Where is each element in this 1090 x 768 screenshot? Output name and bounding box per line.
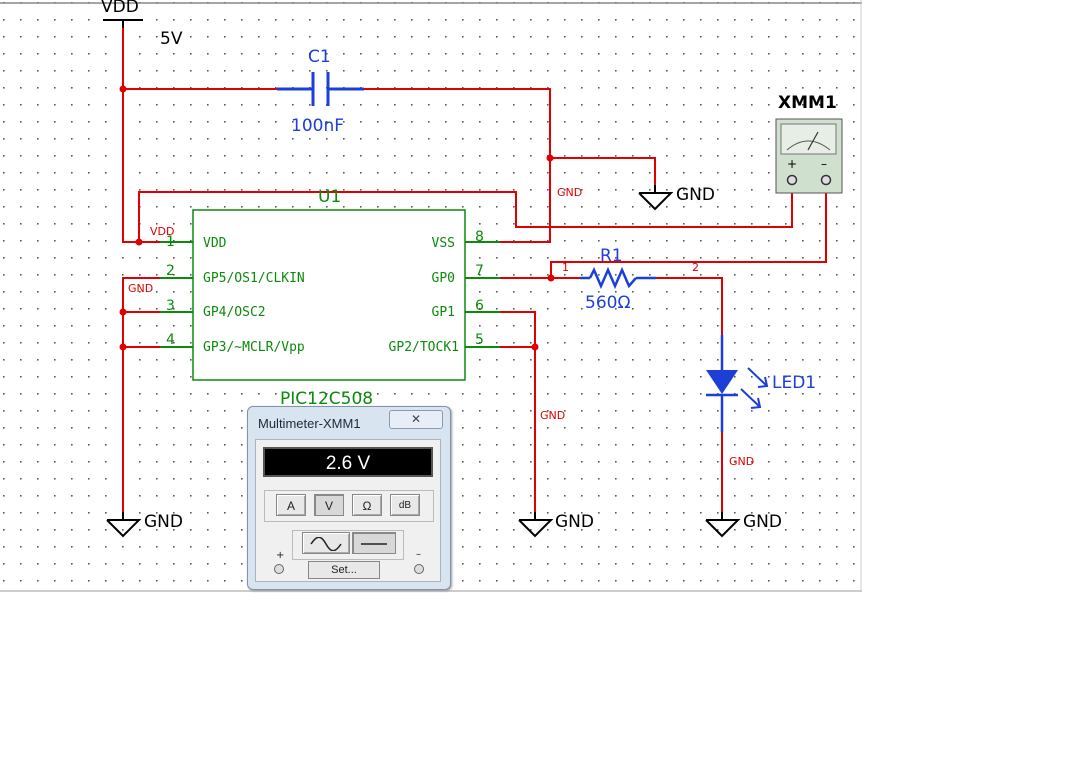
multimeter-panel: 2.6 V A V Ω dB Set... + – [255, 439, 441, 582]
vdd-value: 5V [160, 29, 183, 49]
mode-ampere-button[interactable]: A [276, 494, 306, 516]
vdd-label: VDD [101, 0, 139, 17]
gnd-label-left: GND [144, 512, 183, 532]
ground-symbol-right [705, 512, 741, 538]
pin-8-name: VSS [432, 236, 455, 251]
xmm-ref: XMM1 [778, 93, 837, 113]
net-label-gnd-mid: GND [540, 409, 565, 422]
xmm-plus: + [787, 157, 797, 171]
plus-terminal-label: + [276, 550, 285, 561]
c1-value: 100nF [291, 116, 344, 136]
net-label-vdd: VDD [150, 225, 174, 238]
pin-6-number: 6 [475, 298, 484, 314]
pin-5-name: GP2/TOCK1 [389, 340, 459, 355]
mode-group [264, 490, 434, 522]
resistor-r1[interactable]: R1 560Ω [580, 246, 656, 313]
led-ref: LED1 [772, 373, 816, 393]
gnd-label-top: GND [676, 185, 715, 205]
close-button[interactable]: ✕ [389, 410, 443, 429]
ac-button[interactable] [302, 532, 350, 554]
minus-terminal-jack[interactable] [414, 564, 424, 574]
led-led1[interactable]: LED1 [706, 335, 816, 432]
pin-7-number: 7 [475, 263, 484, 279]
net-labels: VDD GND GND GND GND 1 2 [128, 186, 754, 468]
net-label-gnd-left: GND [128, 282, 153, 295]
node-label-1: 1 [562, 261, 569, 274]
set-button[interactable]: Set... [308, 561, 380, 579]
r1-value: 560Ω [585, 293, 630, 313]
vdd-source[interactable]: VDD 5V [101, 0, 183, 49]
xmm-minus: – [821, 157, 827, 171]
pin-2-name: GP5/OS1/CLKIN [203, 271, 305, 286]
gnd-label-right: GND [743, 512, 782, 532]
ground-symbol-mid [518, 512, 554, 538]
ac-wave-icon [310, 536, 342, 552]
u1-ref: U1 [318, 187, 341, 207]
multimeter-reading: 2.6 V [263, 447, 433, 477]
pin-8-number: 8 [475, 229, 484, 245]
dc-button[interactable] [352, 532, 396, 554]
multimeter-titlebar[interactable]: Multimeter-XMM1 ✕ [248, 407, 448, 435]
chip-u1[interactable]: U1 PIC12C508 1 2 3 4 VDD GP5/OS1/CLKIN G… [160, 187, 500, 409]
pin-6-name: GP1 [432, 305, 455, 320]
gnd-label-mid: GND [555, 512, 594, 532]
pin-1-name: VDD [203, 236, 227, 251]
ground-symbol-top [638, 185, 674, 211]
multimeter-symbol-xmm1[interactable]: XMM1 + – [775, 93, 843, 194]
capacitor-c1[interactable]: C1 100nF [277, 47, 364, 136]
plus-terminal-jack[interactable] [274, 564, 284, 574]
multimeter-window[interactable]: Multimeter-XMM1 ✕ 2.6 V A V Ω dB Set... … [247, 406, 451, 590]
multimeter-title: Multimeter-XMM1 [258, 416, 361, 431]
dc-line-icon [361, 543, 387, 545]
pin-4-number: 4 [166, 332, 175, 348]
node-label-2: 2 [692, 261, 699, 274]
mode-ohm-button[interactable]: Ω [352, 494, 382, 516]
pin-2-number: 2 [166, 263, 175, 279]
net-label-gnd-top: GND [557, 186, 582, 199]
minus-terminal-label: – [416, 549, 421, 560]
pin-4-name: GP3/~MCLR/Vpp [203, 340, 305, 355]
pin-1-number: 1 [166, 234, 175, 250]
u1-part: PIC12C508 [280, 389, 373, 409]
net-label-gnd-led: GND [729, 455, 754, 468]
pin-5-number: 5 [475, 332, 484, 348]
r1-ref: R1 [600, 246, 623, 266]
junctions [119, 85, 555, 351]
pin-3-name: GP4/OSC2 [203, 305, 266, 320]
wave-group [292, 530, 404, 560]
pin-3-number: 3 [166, 298, 175, 314]
ground-symbol-left [106, 512, 142, 538]
mode-volt-button[interactable]: V [314, 494, 344, 516]
mode-db-button[interactable]: dB [390, 494, 420, 516]
c1-ref: C1 [308, 47, 331, 67]
pin-7-name: GP0 [432, 271, 455, 286]
